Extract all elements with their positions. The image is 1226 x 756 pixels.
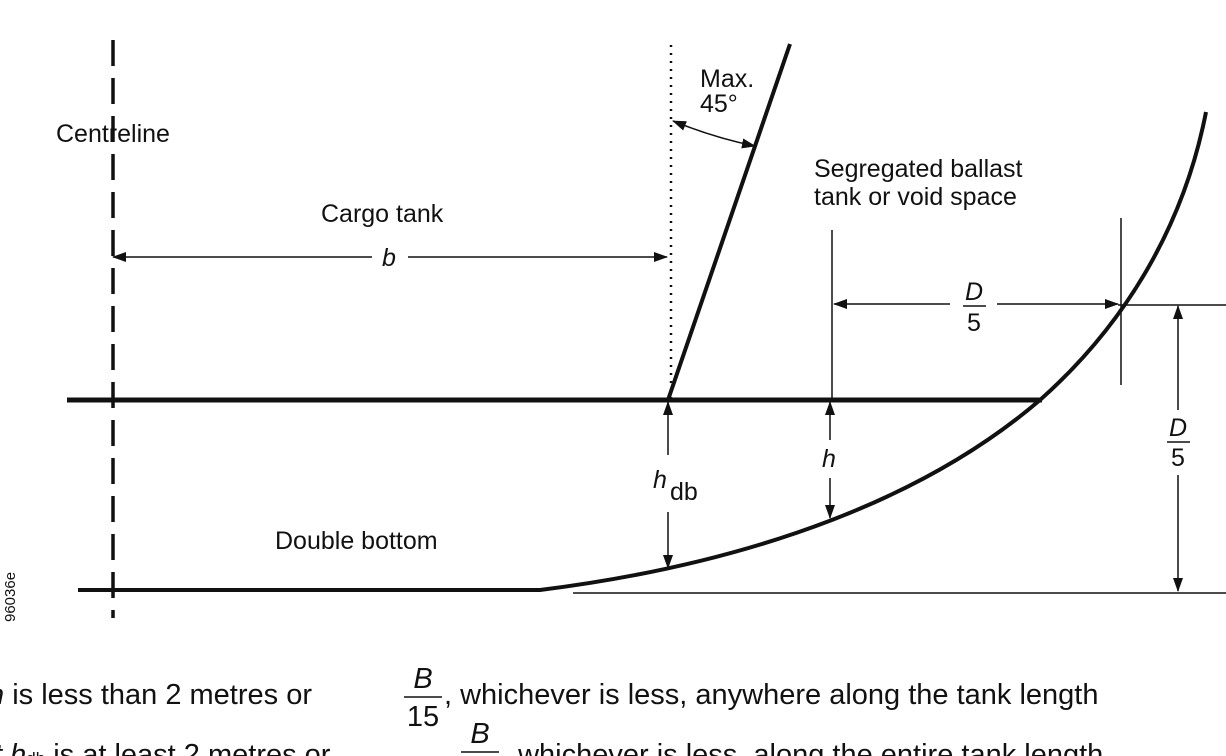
footer-line2-frac-num: B (470, 718, 489, 750)
b-label: b (382, 244, 396, 272)
bulkhead-line (666, 43, 792, 401)
footer-line-1-end: , whichever is less, anywhere along the … (444, 679, 1098, 711)
footer-line-2-end: , whichever is less, along the entire ta… (502, 739, 1103, 756)
hull-bottom-line (78, 111, 1208, 592)
angle-arrow (672, 120, 756, 149)
segregated-label-1: Segregated ballast (814, 155, 1023, 183)
hdb-label: h (653, 466, 667, 494)
h-label: h (822, 445, 836, 473)
d5-v-numerator: D (1169, 414, 1187, 442)
centreline-label: Centreline (56, 120, 170, 148)
footer-line1-frac-den: 15 (407, 701, 439, 733)
hdb-subscript: db (670, 478, 698, 506)
footer-line-1: h is less than 2 metres or (0, 679, 312, 711)
max-label: Max. (700, 65, 754, 93)
double-bottom-label: Double bottom (275, 527, 438, 555)
cargo-tank-label: Cargo tank (321, 200, 444, 228)
d5-h-numerator: D (965, 278, 983, 306)
angle-label: 45° (700, 90, 738, 118)
d5-v-denominator: 5 (1171, 444, 1185, 472)
figure-code: 96036e (2, 572, 19, 622)
footer-line1-frac-num: B (413, 663, 432, 695)
d5-h-denominator: 5 (967, 309, 981, 337)
footer-line-2: t hdb is at least 2 metres or (0, 739, 331, 756)
segregated-label-2: tank or void space (814, 183, 1017, 211)
